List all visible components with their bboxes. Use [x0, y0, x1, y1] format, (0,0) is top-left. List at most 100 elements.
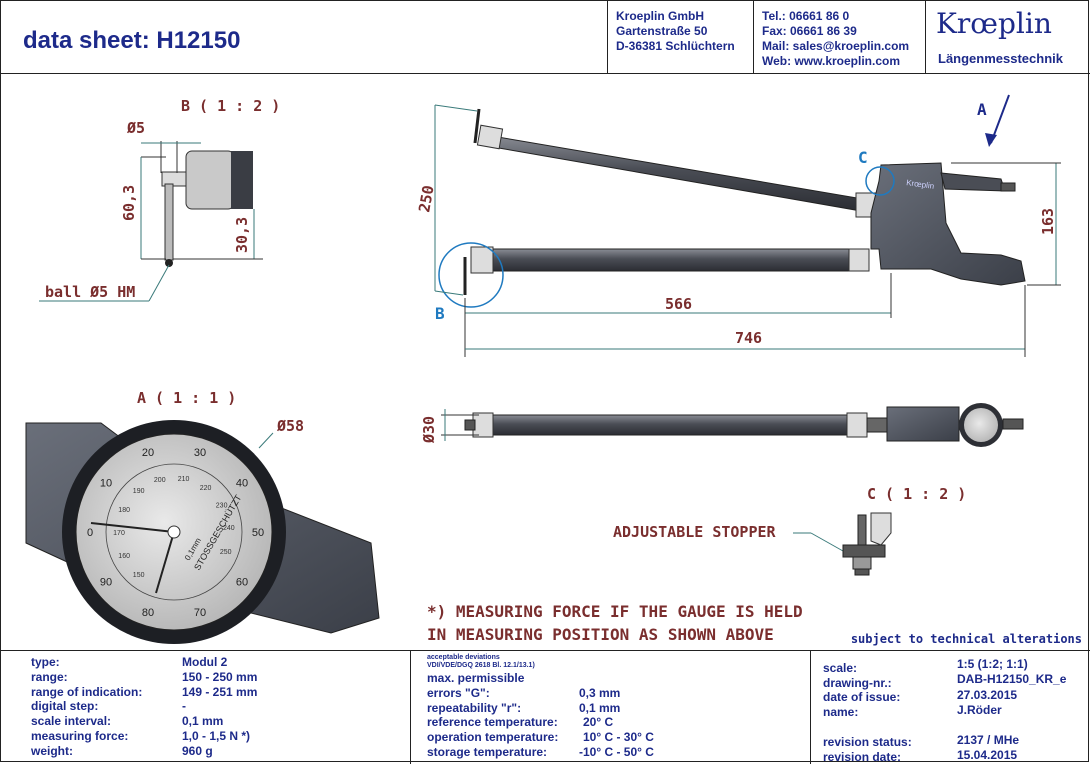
brand-logo: Krœplin — [936, 7, 1052, 40]
spec-val-range: 150 - 250 mm — [182, 670, 258, 684]
deviation-column: acceptable deviations VDI/VDE/DGQ 2618 B… — [411, 651, 811, 764]
dial-view-a — [25, 420, 380, 644]
view-a-label: A ( 1 : 1 ) — [137, 389, 236, 407]
company-street: Gartenstraße 50 — [616, 24, 708, 38]
svg-text:Krœplin: Krœplin — [906, 178, 935, 191]
dial-inner-tick-label: 210 — [178, 476, 190, 483]
dev-heading-1: acceptable deviations — [427, 654, 500, 661]
dim-d58: Ø58 — [276, 417, 304, 435]
spec-val-type: Modul 2 — [182, 655, 228, 669]
brand-cell: Krœplin Längenmesstechnik — [926, 1, 1090, 73]
dim-30-3: 30,3 — [233, 217, 251, 253]
meta-column: scale: 1:5 (1:2; 1:1) drawing-nr.: DAB-H… — [811, 651, 1090, 764]
footer: type: Modul 2 range: 150 - 250 mm range … — [1, 650, 1090, 764]
meta-key-revision-status: revision status: — [823, 735, 912, 749]
meta-val-name: J.Röder — [957, 703, 1002, 717]
technical-drawing: B ( 1 : 2 ) Ø5 60,3 30,3 ball Ø5 HM — [25, 94, 1061, 644]
meta-val-revision-status: 2137 / MHe — [957, 733, 1020, 747]
brand-subtitle: Längenmesstechnik — [938, 51, 1063, 66]
meta-val-revision-date: 15.04.2015 — [957, 748, 1018, 762]
dial-inner-tick-label: 180 — [118, 507, 130, 514]
spec-key-range: range: — [31, 670, 68, 684]
contact-tel: Tel.: 06661 86 0 — [762, 9, 850, 23]
dial-inner-tick-label: 190 — [133, 488, 145, 495]
dial-outer-tick-label: 60 — [236, 576, 248, 588]
meta-key-revision-date: revision date: — [823, 750, 902, 764]
meta-key-scale: scale: — [823, 661, 858, 675]
dial-outer-tick-label: 10 — [100, 478, 112, 490]
dial-outer-tick-label: 40 — [236, 478, 248, 490]
dev-val-storage-temp: -10° C - 50° C — [579, 745, 654, 759]
note-line-1: *) MEASURING FORCE IF THE GAUGE IS HELD — [427, 602, 803, 621]
gauge-side-view: Krœplin — [434, 94, 1061, 357]
title-cell: data sheet: H12150 — [1, 1, 608, 73]
dial-outer-tick-label: 90 — [100, 576, 112, 588]
header: data sheet: H12150 Kroeplin GmbH Gartens… — [1, 1, 1090, 74]
company-contact: Tel.: 06661 86 0 Fax: 06661 86 39 Mail: … — [754, 1, 926, 73]
dev-heading-3: max. permissible — [427, 671, 525, 685]
meta-val-drawing-nr: DAB-H12150_KR_e — [957, 672, 1067, 686]
spec-val-weight: 960 g — [182, 744, 213, 758]
spec-key-scale-interval: scale interval: — [31, 714, 112, 728]
spec-column: type: Modul 2 range: 150 - 250 mm range … — [1, 651, 411, 764]
dial-inner-tick-label: 240 — [223, 525, 235, 532]
adjustable-stopper-label: ADJUSTABLE STOPPER — [613, 523, 777, 541]
dev-val-op-temp: 10° C - 30° C — [583, 730, 654, 744]
contact-mail: Mail: sales@kroeplin.com — [762, 39, 910, 53]
spec-key-indication: range of indication: — [31, 685, 143, 699]
spec-key-digital-step: digital step: — [31, 699, 99, 713]
spec-key-type: type: — [31, 655, 60, 669]
dial-outer-tick-label: 30 — [194, 447, 206, 459]
dim-d5: Ø5 — [126, 119, 145, 137]
view-c-detail — [793, 512, 892, 576]
dial-outer-tick-label: 50 — [252, 527, 264, 539]
label-a: A — [977, 100, 987, 119]
dial-outer-tick-label: 80 — [142, 607, 154, 619]
dim-746: 746 — [735, 329, 762, 347]
dev-key-op-temp: operation temperature: — [427, 730, 559, 744]
spec-key-weight: weight: — [31, 744, 73, 758]
dial-inner-tick-label: 250 — [220, 549, 232, 556]
gauge-top-view — [441, 403, 1024, 447]
spec-val-indication: 149 - 251 mm — [182, 685, 258, 699]
dial-inner-tick-label: 150 — [133, 572, 145, 579]
spec-val-scale-interval: 0,1 mm — [182, 714, 224, 728]
dim-566: 566 — [665, 295, 692, 313]
dev-key-storage-temp: storage temperature: — [427, 745, 548, 759]
dev-val-repeatability: 0,1 mm — [579, 701, 621, 715]
meta-val-date-issue: 27.03.2015 — [957, 688, 1018, 702]
meta-key-name: name: — [823, 705, 859, 719]
dial-outer-tick-label: 20 — [142, 447, 154, 459]
dial-outer-tick-label: 0 — [87, 527, 93, 539]
dim-250: 250 — [415, 184, 437, 214]
ball-label: ball Ø5 HM — [45, 283, 135, 301]
company-city: D-36381 Schlüchtern — [616, 39, 735, 53]
dial-inner-tick-label: 230 — [216, 503, 228, 510]
dev-heading-2: VDI/VDE/DGQ 2618 Bl. 12.1/13.1) — [427, 662, 535, 669]
dev-val-errors: 0,3 mm — [579, 686, 621, 700]
label-c: C — [858, 148, 868, 167]
spec-val-force: 1,0 - 1,5 N *) — [182, 729, 251, 743]
dial-inner-tick-label: 160 — [118, 553, 130, 560]
dev-key-repeatability: repeatability "r": — [427, 701, 522, 715]
dim-d30: Ø30 — [420, 416, 438, 444]
dial-outer-tick-label: 70 — [194, 607, 206, 619]
meta-key-drawing-nr: drawing-nr.: — [823, 676, 892, 690]
dev-key-ref-temp: reference temperature: — [427, 715, 558, 729]
dev-val-ref-temp: 20° C — [583, 715, 614, 729]
dial-inner-tick-label: 220 — [200, 485, 212, 492]
dev-key-errors: errors "G": — [427, 686, 490, 700]
label-b: B — [435, 304, 445, 323]
contact-fax: Fax: 06661 86 39 — [762, 24, 857, 38]
dim-60-3: 60,3 — [120, 185, 138, 221]
view-c-label: C ( 1 : 2 ) — [867, 485, 966, 503]
dial-inner-tick-label: 200 — [154, 477, 166, 484]
contact-web: Web: www.kroeplin.com — [762, 54, 901, 68]
company-address: Kroeplin GmbH Gartenstraße 50 D-36381 Sc… — [608, 1, 754, 73]
meta-val-scale: 1:5 (1:2; 1:1) — [957, 657, 1028, 671]
spec-val-digital-step: - — [182, 699, 186, 713]
meta-key-date-issue: date of issue: — [823, 690, 901, 704]
spec-key-force: measuring force: — [31, 729, 129, 743]
